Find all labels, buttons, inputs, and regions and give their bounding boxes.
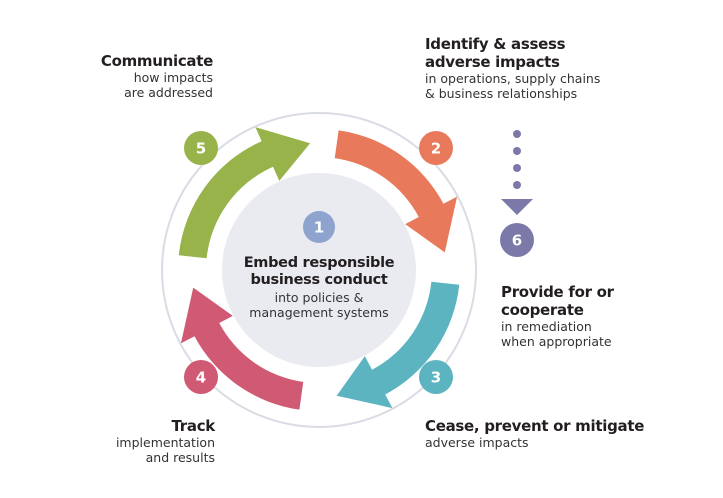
badge-number: 2 [431,140,441,158]
badge-step-1: 1 [303,211,335,243]
arrow-step-3 [336,281,460,409]
step-3-title: Cease, prevent or mitigate [425,417,645,435]
step-3-sub-1: adverse impacts [425,435,529,450]
label-step-4: Track implementation and results [60,417,215,465]
badge-number: 1 [314,219,324,237]
step-6-sub-1: in remediation [501,319,592,334]
arrow-step-2 [334,130,458,253]
outer-ring [161,112,477,428]
step-2-sub-2: & business relationships [425,86,578,101]
badge-circle [184,131,218,165]
label-step-2: Identify & assess adverse impacts in ope… [425,35,655,101]
step-1-title-1: Embed responsible [243,255,395,271]
step-5-sub-2: are addressed [124,85,213,100]
step-1-title-2: business conduct [250,272,388,289]
badge-number: 3 [431,369,441,387]
label-step-3: Cease, prevent or mitigate adverse impac… [425,417,665,450]
step-2-sub-1: in operations, supply chains [425,71,601,86]
badge-circle [419,131,453,165]
step-5-sub-1: how impacts [133,70,213,85]
step-6-title-1: Provide for or [501,283,614,301]
label-step-1: Embed responsible business conduct into … [223,255,415,320]
label-step-5: Communicate how impacts are addressed [60,52,213,100]
badge-circle [303,211,335,243]
down-triangle-icon [501,199,533,215]
step-5-title: Communicate [100,52,213,70]
badge-step-2: 2 [419,131,453,165]
step-6-sub-2: when appropriate [501,334,612,349]
core-circle [222,173,416,367]
badge-number: 5 [196,140,206,158]
step-1-sub-2: management systems [249,304,389,320]
badge-number: 6 [512,232,522,250]
badge-step-3: 3 [419,360,453,394]
step-4-sub-1: implementation [115,435,215,450]
badge-step-6: 6 [500,223,534,257]
step-2-title-1: Identify & assess [425,35,566,53]
badge-circle [184,360,218,394]
step-2-title-2: adverse impacts [425,53,560,71]
step-1-sub-1: into policies & [274,289,364,305]
badge-circle [419,360,453,394]
badge-step-5: 5 [184,131,218,165]
dotted-connector [501,130,533,215]
step-4-title: Track [171,417,216,435]
badge-number: 4 [196,369,206,387]
step-6-title-2: cooperate [501,301,584,319]
label-step-6: Provide for or cooperate in remediation … [501,283,681,349]
badge-step-4: 4 [184,360,218,394]
step-4-sub-2: and results [145,450,215,465]
badge-circle [500,223,534,257]
arrow-step-4 [180,287,304,410]
arrow-step-5 [178,127,311,259]
